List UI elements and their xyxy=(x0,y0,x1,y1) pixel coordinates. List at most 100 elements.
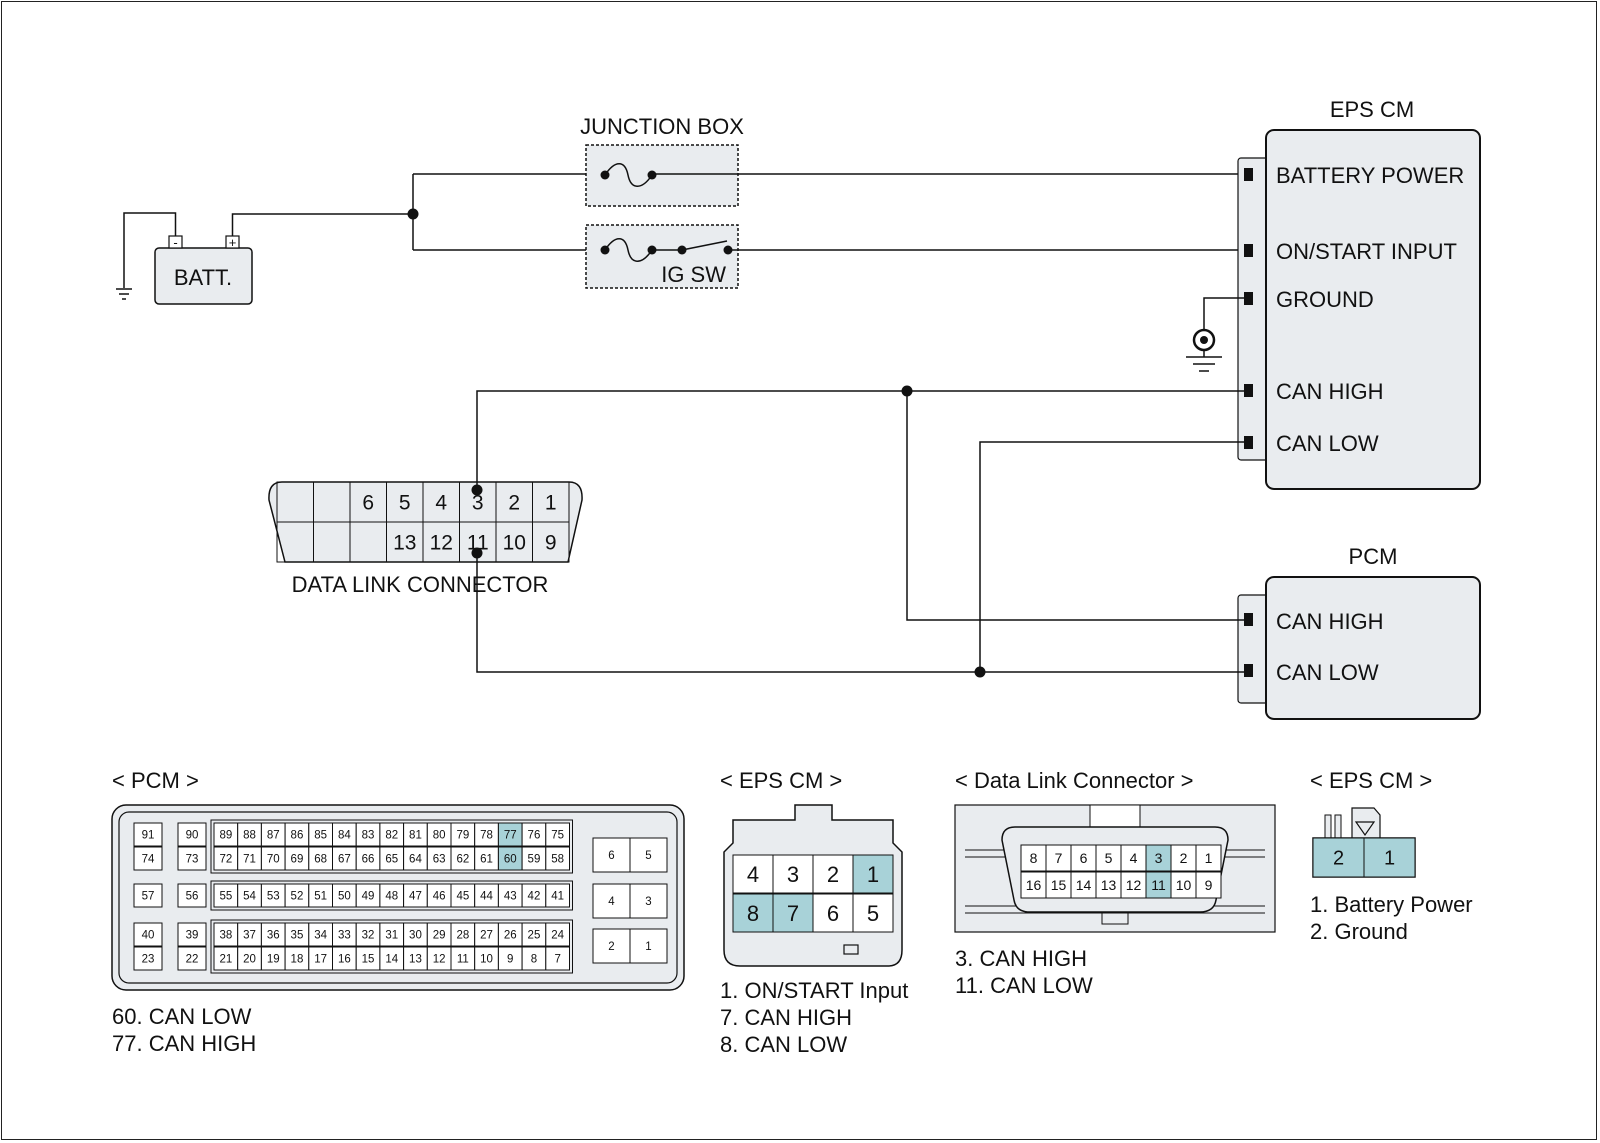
pin-number: 3 xyxy=(645,896,651,908)
pcm-pin-cell: 29 xyxy=(426,922,452,947)
pcm-pin-cell: 51 xyxy=(308,883,333,908)
battery: BATT. - + xyxy=(116,212,253,305)
pin-number: 4 xyxy=(747,862,759,887)
pcm-pin-cell: 9 xyxy=(497,946,523,971)
pin-number: 71 xyxy=(243,854,256,866)
pin-number: 77 xyxy=(504,830,517,842)
pin-number: 43 xyxy=(504,891,517,903)
pin-number: 39 xyxy=(186,930,199,942)
pin-number: 59 xyxy=(528,854,541,866)
pcm-pin-cell: 80 xyxy=(426,822,452,847)
pin-number: 35 xyxy=(291,930,304,942)
pin-number: 6 xyxy=(608,850,614,862)
pcm-pin-cell: 21 xyxy=(213,946,239,971)
pcm-pin-cell: 70 xyxy=(260,846,286,871)
pcm-pin-cell: 52 xyxy=(284,883,310,908)
pin-number: 12 xyxy=(433,954,446,966)
pin-number: 57 xyxy=(142,891,155,903)
pin-number: 74 xyxy=(142,854,155,866)
legend-line: 11. CAN LOW xyxy=(955,973,1093,998)
dlc-connector-pin-cell: 11 xyxy=(1145,871,1172,899)
dlc-connector-pin-cell: 5 xyxy=(1095,844,1122,872)
pin-number: 55 xyxy=(219,891,232,903)
pin-number: 62 xyxy=(456,854,469,866)
pcm-pin-cell: 78 xyxy=(474,822,499,847)
pcm-pin-cell: 47 xyxy=(403,883,428,908)
eps-cm-pin-cell: 5 xyxy=(852,893,894,933)
pin-number: 50 xyxy=(338,891,351,903)
pin-number: 8 xyxy=(531,954,537,966)
eps-cm-connector-title: < EPS CM > xyxy=(720,768,842,793)
pcm-module: PCM CAN HIGH CAN LOW xyxy=(1237,544,1481,720)
pin-number: 1 xyxy=(545,492,557,515)
pcm-pin-can-high: CAN HIGH xyxy=(1276,609,1384,634)
pcm-pin-cell: 54 xyxy=(237,883,262,908)
pin-number: 18 xyxy=(291,954,304,966)
pin-number: 7 xyxy=(1055,850,1063,866)
pcm-pin-cell: 50 xyxy=(332,883,357,908)
pin-number: 79 xyxy=(456,830,469,842)
pcm-pin-cell: 44 xyxy=(474,883,499,908)
dlc-connector-pin-cell: 4 xyxy=(1120,844,1147,872)
pin-number: 3 xyxy=(787,862,799,887)
pcm-pin-cell: 63 xyxy=(426,846,452,871)
splice-dot xyxy=(901,385,913,397)
ig-switch-label: IG SW xyxy=(661,262,726,287)
pin-number: 4 xyxy=(608,896,615,908)
pcm-pin-cell: 12 xyxy=(426,946,452,971)
pin-number: 33 xyxy=(338,930,351,942)
dlc-connector-pin-cell: 9 xyxy=(1195,871,1222,899)
pcm-pin-cell: 18 xyxy=(284,946,310,971)
pin-number: 25 xyxy=(528,930,541,942)
pcm-pin-cell: 75 xyxy=(545,822,570,847)
pin-number: 42 xyxy=(528,891,541,903)
pin-number: 9 xyxy=(1205,877,1213,893)
pin-number: 37 xyxy=(243,930,256,942)
pcm-pin-cell: 37 xyxy=(237,922,262,947)
legend-line: 3. CAN HIGH xyxy=(955,946,1088,971)
pcm-pin-cell: 59 xyxy=(521,846,547,871)
pcm-pin-cell: 48 xyxy=(379,883,405,908)
pin-number: 70 xyxy=(267,854,280,866)
pin-number: 6 xyxy=(827,901,839,926)
eps-pin-can-low: CAN LOW xyxy=(1276,431,1379,456)
pin-number: 13 xyxy=(1101,877,1117,893)
pin-number: 75 xyxy=(551,830,564,842)
pin-number: 2 xyxy=(1180,850,1188,866)
pin-number: 10 xyxy=(503,532,526,555)
pcm-pin-cell: 39 xyxy=(177,922,207,947)
pcm-pin-cell: 4 xyxy=(592,883,631,919)
pcm-pin-cell: 1 xyxy=(629,928,668,964)
dlc-connector-pin-cell: 3 xyxy=(1145,844,1172,872)
pin-number: 1 xyxy=(867,862,879,887)
pin-number: 32 xyxy=(362,930,375,942)
eps-cm-2pin-connector-title: < EPS CM > xyxy=(1310,768,1432,793)
pcm-pin-cell: 79 xyxy=(450,822,476,847)
pin-number: 91 xyxy=(142,830,155,842)
pin-number: 9 xyxy=(507,954,513,966)
pin-number: 22 xyxy=(186,954,199,966)
dlc-connector-pin-cell: 13 xyxy=(1095,871,1122,899)
pcm-pin-cell: 24 xyxy=(545,922,570,947)
eps-pin-on-start-input: ON/START INPUT xyxy=(1276,239,1457,264)
eps-cm-pin-cell: 7 xyxy=(772,893,814,933)
pin-number: 28 xyxy=(456,930,469,942)
pcm-pin-cell: 69 xyxy=(284,846,310,871)
pin-number: 47 xyxy=(409,891,422,903)
pcm-pin-cell: 53 xyxy=(260,883,286,908)
pin-number: 9 xyxy=(545,532,557,555)
pcm-connector-legend: 60. CAN LOW 77. CAN HIGH xyxy=(112,1003,256,1057)
pin-number: 24 xyxy=(551,930,564,942)
pcm-pin-cell: 42 xyxy=(521,883,547,908)
fuse-icon xyxy=(600,163,657,187)
pin-number: 53 xyxy=(267,891,280,903)
pcm-body xyxy=(1265,576,1481,720)
dlc-connector-pin-cell: 15 xyxy=(1045,871,1072,899)
pin-number: 80 xyxy=(433,830,446,842)
eps-pin-battery-power: BATTERY POWER xyxy=(1276,163,1464,188)
legend-line: 77. CAN HIGH xyxy=(112,1031,257,1056)
pin-number: 11 xyxy=(1151,877,1166,893)
pcm-pin-cell: 2 xyxy=(592,928,631,964)
pcm-pin-cell: 11 xyxy=(450,946,476,971)
